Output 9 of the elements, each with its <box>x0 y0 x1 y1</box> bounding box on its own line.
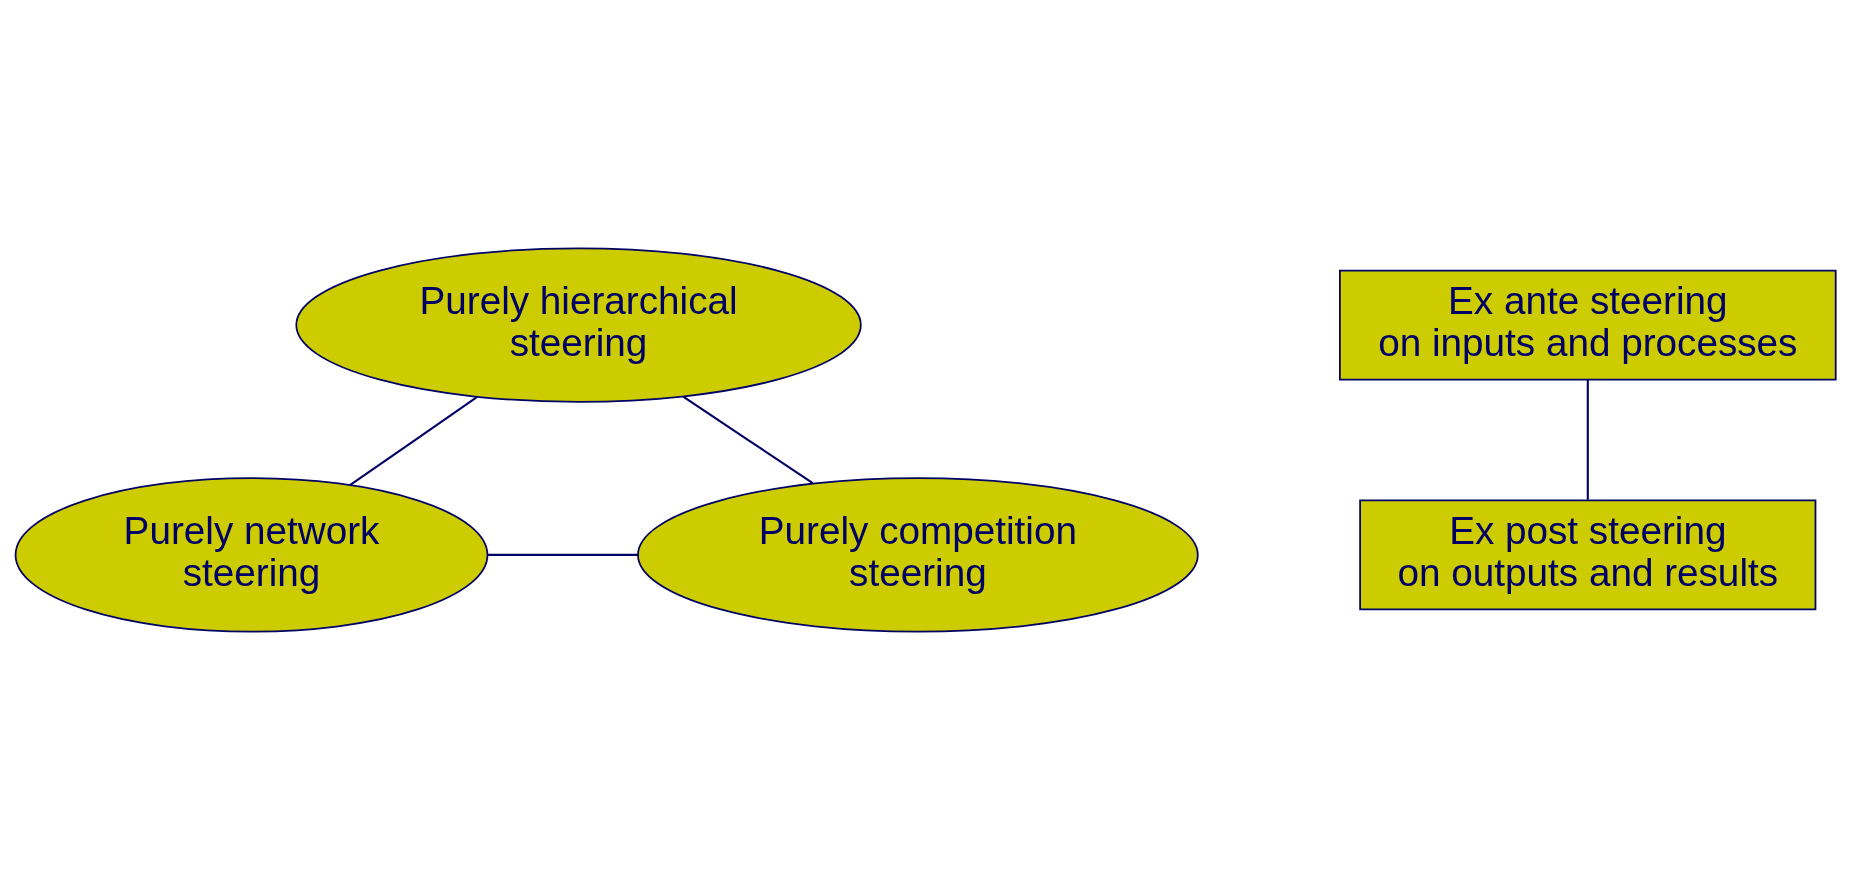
node-ellipse: Purely hierarchical steering <box>295 246 862 403</box>
node-box: Ex ante steering on inputs and processes <box>1339 269 1837 380</box>
connector <box>487 553 639 556</box>
connector <box>1586 379 1589 500</box>
node-box: Ex post steering on outputs and results <box>1359 499 1817 610</box>
node-ellipse: Purely network steering <box>14 476 489 633</box>
node-ellipse: Purely competition steering <box>637 476 1199 633</box>
connector <box>683 395 814 484</box>
connector <box>349 395 478 486</box>
